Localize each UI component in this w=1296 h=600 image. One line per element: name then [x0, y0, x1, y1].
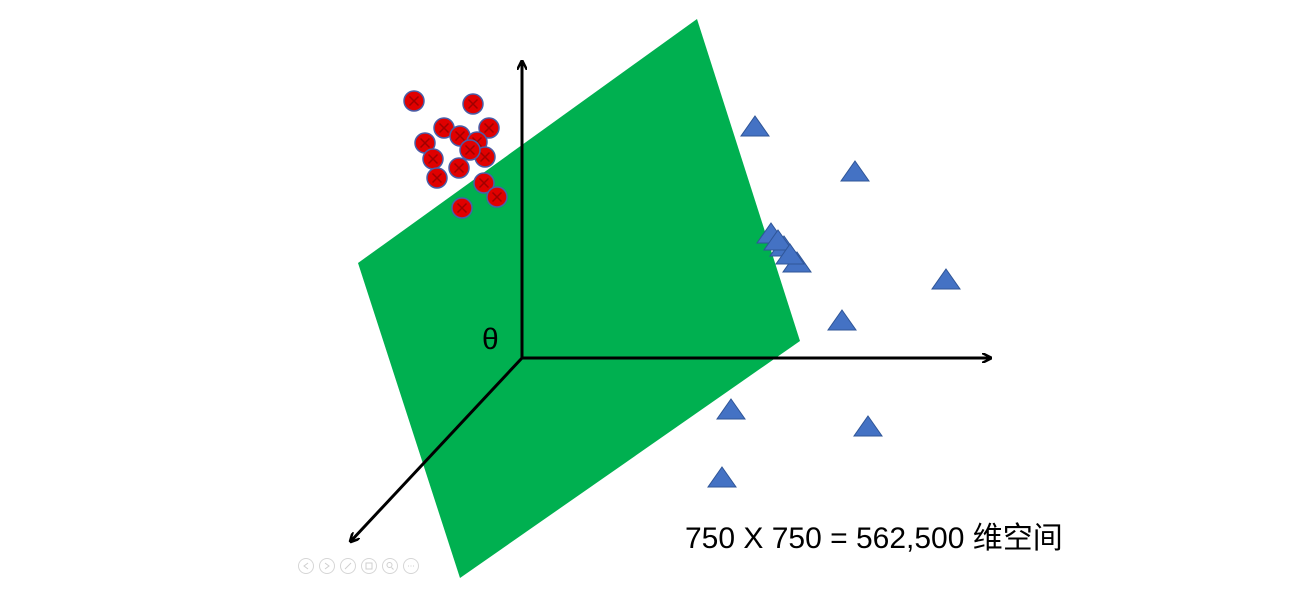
slides-icon[interactable]: [361, 558, 377, 574]
class-a-point: [451, 197, 473, 219]
class-b-points: [707, 115, 961, 488]
class-a-point: [473, 172, 495, 194]
class-b-point: [740, 115, 770, 137]
class-a-point: [486, 186, 508, 208]
next-icon[interactable]: [319, 558, 335, 574]
origin-theta-label: θ: [482, 323, 499, 356]
dimension-caption: 750 X 750 = 562,500 维空间: [685, 522, 1063, 555]
more-icon[interactable]: [403, 558, 419, 574]
class-b-point: [827, 309, 857, 331]
class-b-point: [716, 398, 746, 420]
z-axis: [351, 356, 524, 541]
class-b-point: [707, 466, 737, 488]
zoom-icon[interactable]: [382, 558, 398, 574]
class-b-point: [763, 229, 793, 251]
class-a-point: [422, 148, 444, 170]
class-a-point: [478, 117, 500, 139]
pen-icon[interactable]: [340, 558, 356, 574]
class-b-point: [775, 243, 805, 265]
separating-plane: [358, 19, 800, 578]
axes: [351, 62, 990, 541]
class-a-point: [448, 157, 470, 179]
class-b-point: [840, 160, 870, 182]
slideshow-controls: [298, 558, 419, 574]
class-b-point: [931, 268, 961, 290]
class-a-point: [462, 93, 484, 115]
class-a-point: [403, 90, 425, 112]
class-a-point: [426, 167, 448, 189]
class-a-point: [414, 132, 436, 154]
prev-icon[interactable]: [298, 558, 314, 574]
class-b-point: [853, 415, 883, 437]
class-a-point: [459, 139, 481, 161]
class-a-points: [403, 90, 508, 219]
